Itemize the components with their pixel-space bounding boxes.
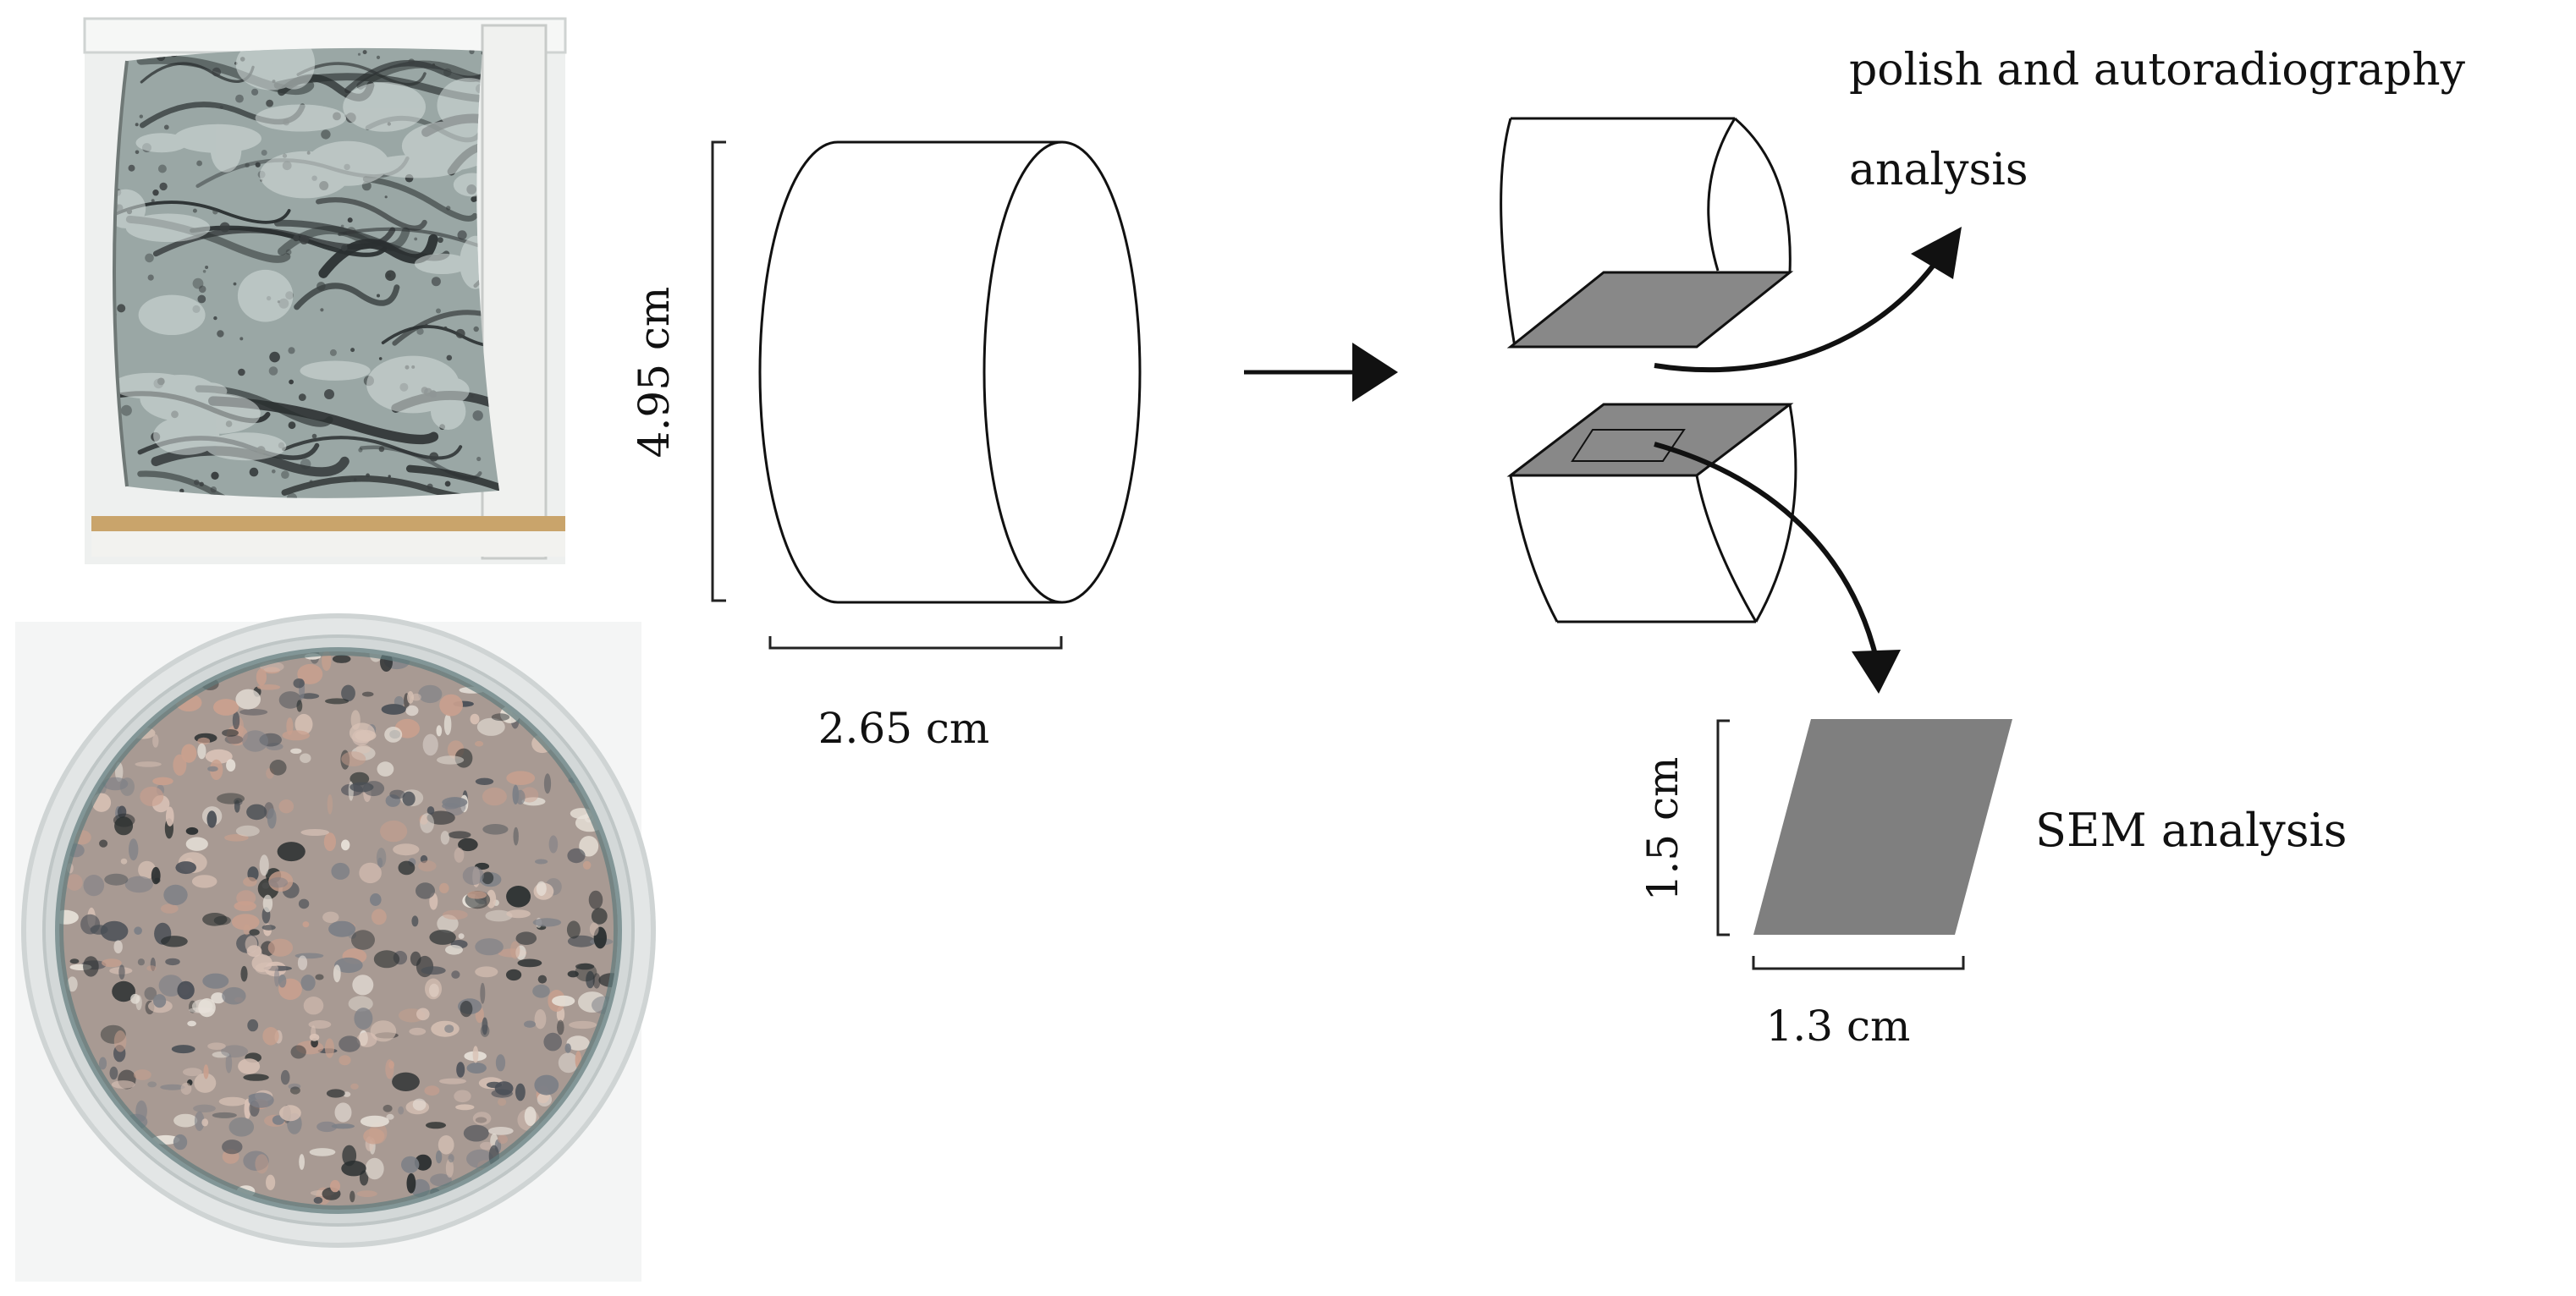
- autoradiography-arrowhead: [1911, 227, 1962, 279]
- cylinder-front-face: [983, 140, 1142, 604]
- polished-disc-photo: [15, 613, 656, 1282]
- autoradiography-arrow: [1654, 245, 1949, 373]
- diameter-dimension-line: [768, 636, 1063, 650]
- sem-arrowhead: [1852, 650, 1901, 694]
- sem-arrow: [1654, 442, 1877, 652]
- cylinder-back-arc: [758, 140, 839, 604]
- height-dimension-line: [711, 140, 726, 602]
- cylinder-schematic: [758, 140, 1142, 604]
- holder-wood-strip: [91, 516, 565, 531]
- slab-width-label: 1.3 cm: [1766, 1002, 1911, 1051]
- diameter-dimension-label: 2.65 cm: [818, 704, 990, 753]
- polish-label-line1: polish and autoradiography: [1849, 45, 2466, 96]
- process-arrow: [1244, 343, 1398, 402]
- upper-cylinder-half: [1500, 117, 1794, 349]
- polish-label-line2: analysis: [1849, 145, 2028, 195]
- slab-height-label: 1.5 cm: [1638, 757, 1687, 902]
- slab-height-dimension-line: [1716, 719, 1730, 936]
- sem-analysis-label: SEM analysis: [2035, 804, 2348, 857]
- slab-width-dimension-line: [1752, 956, 1965, 970]
- sem-subsample-outline: [1571, 429, 1686, 462]
- height-dimension-label: 4.95 cm: [630, 287, 679, 459]
- granite-texture: [59, 651, 618, 1210]
- lower-cylinder-half: [1506, 403, 1797, 623]
- core-rock-texture: [114, 47, 499, 498]
- sem-slab: [1753, 719, 2012, 935]
- core-photo: [83, 17, 567, 564]
- upper-cut-plane: [1506, 271, 1794, 349]
